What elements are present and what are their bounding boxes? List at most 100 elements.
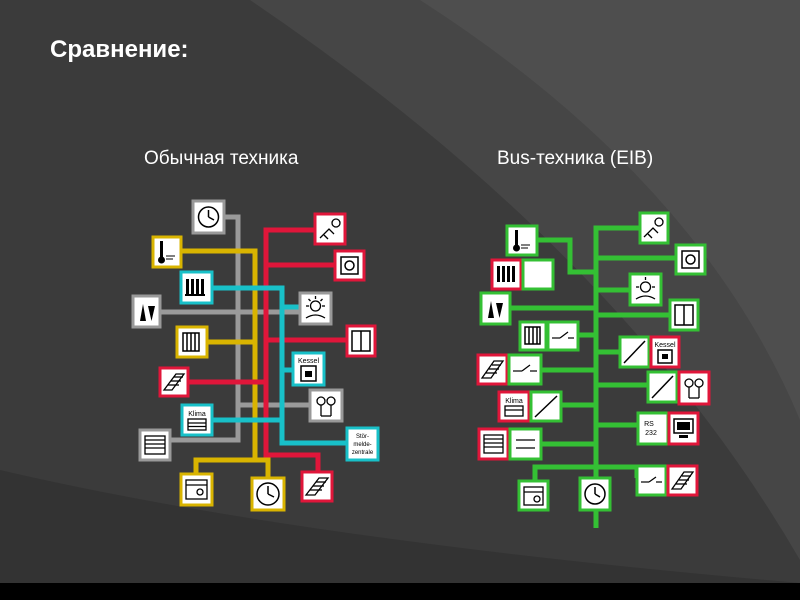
hand-alarm-icon — [643, 217, 664, 239]
stoer-label-2: melde- — [353, 442, 371, 448]
bus-dimmer-device — [618, 335, 651, 369]
conv-kessel-device: Kessel — [291, 351, 326, 387]
bus-window-contact-device — [479, 291, 512, 326]
boiler-icon — [300, 365, 317, 382]
conv-shutter-2-device — [300, 470, 334, 503]
slide-title: Сравнение: — [50, 36, 189, 63]
bus-actuator-3-device — [507, 353, 543, 386]
blinds-icon — [483, 434, 504, 454]
double-switch-icon — [351, 330, 371, 352]
hand-alarm-icon — [319, 218, 341, 240]
sun-icon — [305, 296, 326, 319]
relay-icon — [513, 364, 537, 372]
bus-sun-sensor-device — [628, 272, 663, 307]
window-figure-icon — [488, 301, 503, 318]
bus-socket-device — [674, 243, 707, 276]
klima-label: Klima — [505, 398, 523, 405]
wiring-comparison-diagram: Kessel Klima Stör- melde- zentrale — [131, 199, 711, 528]
shutter-icon — [480, 360, 505, 379]
conv-blind-switch-device — [345, 324, 377, 358]
bus-radiator-device — [490, 258, 523, 291]
klima-label: Klima — [188, 411, 206, 418]
conv-heater-device — [175, 325, 209, 359]
dimmer-icon — [534, 395, 558, 418]
bus-actuator-5-device — [508, 427, 543, 461]
bus-shutter-device — [476, 353, 509, 386]
bus-smoke-detector-device — [517, 479, 550, 512]
conv-clock-2-device — [250, 476, 286, 512]
shutter-icon — [162, 373, 186, 391]
socket-icon — [681, 250, 700, 269]
conventional-wiring: Kessel Klima Stör- melde- zentrale — [131, 199, 380, 512]
bus-clock-device — [578, 476, 612, 512]
computer-icon — [673, 418, 694, 438]
kessel-label: Kessel — [654, 342, 675, 349]
bus-blind-display-device — [477, 427, 510, 461]
bus-pc-device — [667, 411, 700, 446]
blinds-icon — [144, 435, 166, 455]
bus-actuator-2-device — [546, 320, 580, 352]
grille-icon — [187, 418, 207, 431]
slide: Сравнение: Обычная техника Bus-техника (… — [0, 0, 800, 583]
conv-radiator-device — [179, 270, 214, 305]
bus-dimmer-2-device — [646, 370, 679, 404]
cyan-wires — [207, 285, 347, 446]
clock-icon — [256, 482, 280, 506]
radiator-icon — [185, 279, 205, 296]
sun-icon — [635, 277, 656, 300]
dimmer-icon — [623, 340, 646, 364]
bus-actuator-4-device — [529, 390, 563, 423]
bus-heater-device — [518, 320, 548, 352]
conv-shutter-motor-device — [158, 366, 190, 398]
conv-klima-device: Klima — [180, 403, 214, 437]
shutter-icon — [304, 477, 330, 496]
conv-clock-device — [191, 199, 226, 235]
stoer-label-1: Stör- — [356, 434, 369, 440]
rs-label: RS — [644, 421, 654, 428]
shutter-icon — [670, 471, 695, 490]
green-bus-lines — [510, 225, 676, 528]
bus-actuator-1-device — [521, 258, 555, 291]
lamp-icon — [316, 396, 336, 417]
grille-icon — [504, 405, 524, 417]
kessel-label: Kessel — [298, 358, 319, 365]
dimmer-icon — [651, 375, 674, 399]
bottom-bar — [0, 583, 800, 600]
clock-icon — [584, 483, 606, 505]
window-figure-icon — [140, 304, 155, 321]
relay-icon — [552, 331, 574, 339]
thermometer-icon — [158, 241, 175, 264]
bus-kessel-device: Kessel — [649, 335, 681, 369]
boiler-icon — [657, 349, 673, 364]
bus-rs232-device: RS 232 — [636, 411, 670, 446]
conv-alarm-device — [313, 212, 347, 246]
lamp-icon — [684, 378, 704, 399]
socket-icon — [340, 256, 359, 275]
heater-icon — [524, 326, 541, 345]
relay-icon — [516, 439, 535, 449]
detector-icon — [523, 486, 544, 506]
background-arcs — [250, 0, 800, 560]
bus-blind-switch-device — [668, 298, 700, 332]
thermometer-icon — [513, 230, 530, 252]
detector-icon — [185, 479, 208, 500]
heading-bus: Bus-техника (EIB) — [497, 148, 654, 169]
conv-stoermelde-device: Stör- melde- zentrale — [345, 426, 380, 462]
bus-thermostat-device — [505, 224, 539, 257]
stoer-label-3: zentrale — [352, 450, 374, 456]
radiator-icon — [497, 266, 515, 282]
clock-icon — [197, 206, 220, 228]
yellow-wires — [170, 248, 271, 478]
bus-alarm-device — [638, 211, 670, 245]
conv-socket-device — [333, 249, 366, 282]
bus-wiring: Kessel Klima — [476, 211, 711, 528]
bus-shutter-2-device — [666, 464, 699, 497]
conv-lamp-device — [308, 388, 344, 423]
bus-lamp-device — [677, 370, 711, 406]
rs-number-label: 232 — [645, 430, 657, 437]
relay-icon — [641, 476, 662, 483]
conv-window-contact-device — [131, 294, 162, 329]
conv-sun-sensor-device — [298, 291, 333, 326]
conv-thermostat-device — [151, 235, 183, 269]
heater-icon — [182, 332, 200, 352]
